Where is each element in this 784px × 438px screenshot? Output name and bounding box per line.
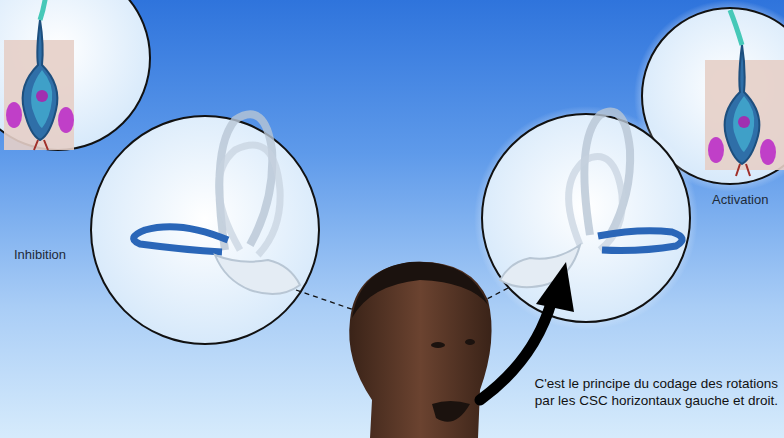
head-figure bbox=[349, 262, 491, 438]
hair-cell-inset-left bbox=[0, 0, 150, 150]
caption: C'est le principe du codage des rotation… bbox=[518, 376, 778, 410]
state-label: Inhibition bbox=[14, 247, 66, 262]
semicircular-canals-left bbox=[91, 114, 319, 344]
state-label: Activation bbox=[712, 192, 768, 207]
semicircular-canals-right bbox=[474, 106, 698, 330]
leader-line bbox=[296, 290, 360, 312]
